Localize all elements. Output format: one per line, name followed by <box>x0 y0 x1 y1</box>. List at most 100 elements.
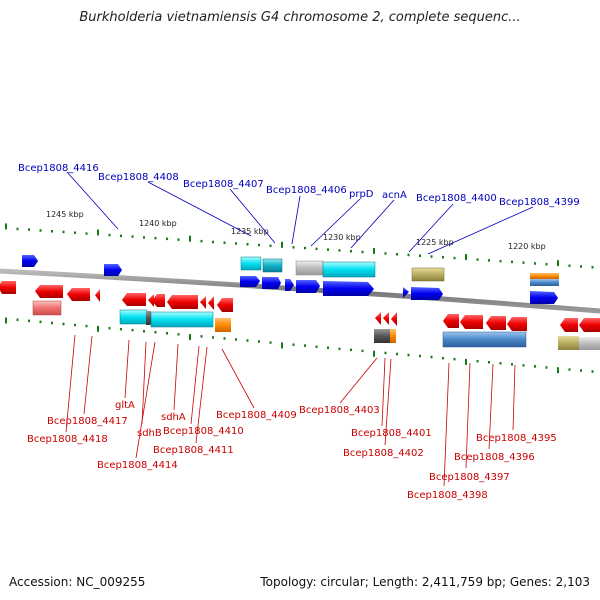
gene-arrow[interactable] <box>262 277 281 289</box>
gene-arrow[interactable] <box>530 291 558 304</box>
gene-label-bcep1808-4410[interactable]: Bcep1808_4410 <box>163 426 244 437</box>
minor-tick <box>177 333 180 336</box>
gene-arrow[interactable] <box>148 294 154 307</box>
gene-label-sdhb[interactable]: sdhB <box>137 428 162 439</box>
gene-label-bcep1808-4401[interactable]: Bcep1808_4401 <box>351 428 432 439</box>
gene-label-bcep1808-4402[interactable]: Bcep1808_4402 <box>343 448 424 459</box>
minor-tick <box>212 240 214 244</box>
gene-label-prpd[interactable]: prpD <box>349 189 374 200</box>
minor-tick <box>522 261 525 264</box>
gene-arrow[interactable] <box>375 312 381 325</box>
minor-tick <box>246 243 249 246</box>
gene-label-bcep1808-4396[interactable]: Bcep1808_4396 <box>454 452 535 463</box>
minor-tick <box>511 363 513 366</box>
gene-arrow[interactable] <box>383 312 389 325</box>
gene-arrow[interactable] <box>104 264 122 276</box>
gene-label-bcep1808-4397[interactable]: Bcep1808_4397 <box>429 472 510 483</box>
gene-arrow[interactable] <box>460 315 483 329</box>
gene-label-bcep1808-4408[interactable]: Bcep1808_4408 <box>98 172 179 183</box>
gene-arrow[interactable] <box>200 296 206 309</box>
gene-arrow[interactable] <box>217 298 233 312</box>
minor-tick <box>62 322 65 326</box>
minor-tick <box>235 242 237 245</box>
cog-box <box>579 337 600 350</box>
gene-arrow[interactable] <box>0 281 16 294</box>
minor-tick <box>338 347 341 351</box>
gene-arrow[interactable] <box>296 280 320 293</box>
gene-arrow[interactable] <box>411 287 443 300</box>
gene-label-bcep1808-4416[interactable]: Bcep1808_4416 <box>18 163 99 174</box>
minor-tick <box>396 352 398 356</box>
major-tick <box>373 350 375 357</box>
minor-tick <box>39 229 42 232</box>
gene-label-bcep1808-4407[interactable]: Bcep1808_4407 <box>183 179 264 190</box>
major-tick <box>465 358 467 365</box>
gene-arrow[interactable] <box>443 314 459 328</box>
gene-label-bcep1808-4395[interactable]: Bcep1808_4395 <box>476 433 557 444</box>
gene-arrow[interactable] <box>560 318 578 332</box>
minor-tick <box>580 369 582 372</box>
minor-tick <box>407 253 410 257</box>
gene-label-bcep1808-4398[interactable]: Bcep1808_4398 <box>407 490 488 501</box>
gene-label-bcep1808-4417[interactable]: Bcep1808_4417 <box>47 416 128 427</box>
gene-arrow[interactable] <box>323 281 374 296</box>
gene-label-bcep1808-4403[interactable]: Bcep1808_4403 <box>299 405 380 416</box>
minor-tick <box>269 341 272 344</box>
gene-label-glta[interactable]: gltA <box>115 400 135 411</box>
top-labels: Bcep1808_4416 Bcep1808_4408 Bcep1808_440… <box>18 163 580 255</box>
minor-tick <box>591 266 594 269</box>
minor-tick <box>74 323 76 327</box>
minor-tick <box>28 319 30 323</box>
minor-tick <box>568 368 571 371</box>
scale-label: 1230 kbp <box>323 233 361 242</box>
gene-label-sdha[interactable]: sdhA <box>161 412 186 423</box>
gene-label-bcep1808-4409[interactable]: Bcep1808_4409 <box>216 410 297 421</box>
minor-tick <box>223 337 226 340</box>
gene-label-acna[interactable]: acnA <box>382 190 407 201</box>
gene-arrow[interactable] <box>95 289 100 302</box>
minor-tick <box>120 234 122 238</box>
gene-arrow[interactable] <box>167 295 198 309</box>
minor-tick <box>453 357 456 361</box>
minor-tick <box>350 249 352 253</box>
minor-tick <box>407 353 410 357</box>
gene-arrow[interactable] <box>67 288 90 301</box>
gene-arrow[interactable] <box>152 294 165 307</box>
gene-arrow[interactable] <box>391 312 397 326</box>
gene-arrow[interactable] <box>403 287 409 298</box>
minor-tick <box>327 346 329 349</box>
cog-box <box>215 318 231 332</box>
gene-arrow[interactable] <box>22 255 38 267</box>
minor-tick <box>154 331 157 334</box>
minor-tick <box>166 237 168 241</box>
gene-label-bcep1808-4414[interactable]: Bcep1808_4414 <box>97 460 178 471</box>
gene-arrow[interactable] <box>35 285 63 298</box>
gene-label-bcep1808-4418[interactable]: Bcep1808_4418 <box>27 434 108 445</box>
scale-label: 1220 kbp <box>508 242 546 251</box>
minor-tick <box>304 246 306 250</box>
minor-tick <box>131 328 134 332</box>
minor-tick <box>131 235 134 238</box>
major-tick <box>281 342 283 349</box>
gene-arrow[interactable] <box>122 293 146 306</box>
minor-tick <box>384 252 387 255</box>
gene-arrow[interactable] <box>579 318 600 332</box>
gene-label-bcep1808-4399[interactable]: Bcep1808_4399 <box>499 197 580 208</box>
minor-tick <box>200 239 203 243</box>
minor-tick <box>51 230 53 233</box>
scale-label: 1245 kbp <box>46 210 84 219</box>
cog-box <box>150 311 214 328</box>
gene-arrow[interactable] <box>486 316 506 330</box>
gene-label-bcep1808-4400[interactable]: Bcep1808_4400 <box>416 193 497 204</box>
gene-label-bcep1808-4411[interactable]: Bcep1808_4411 <box>153 445 234 456</box>
gene-arrow[interactable] <box>240 276 260 287</box>
gene-arrow[interactable] <box>208 296 214 310</box>
gene-label-bcep1808-4406[interactable]: Bcep1808_4406 <box>266 185 347 196</box>
gene-arrow[interactable] <box>507 317 527 331</box>
gene-arrow[interactable] <box>285 279 294 291</box>
minor-tick <box>212 336 214 339</box>
minor-tick <box>304 344 306 347</box>
minor-tick <box>591 370 594 373</box>
major-tick <box>5 223 7 230</box>
